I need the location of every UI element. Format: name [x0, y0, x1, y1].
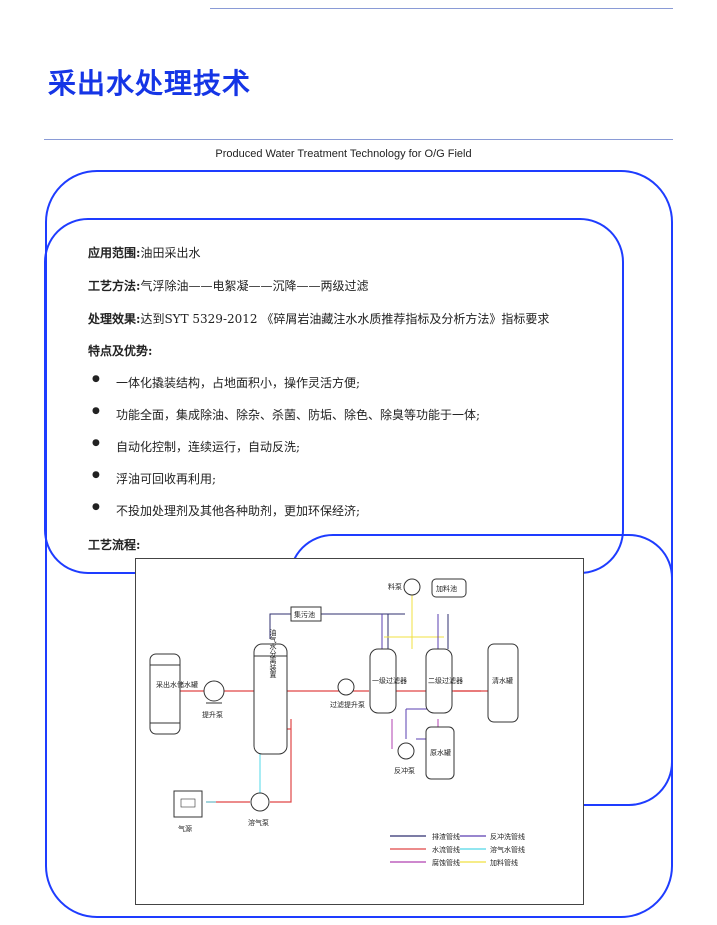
feature-text: 不投加处理剂及其他各种助剂，更加环保经济;	[116, 504, 361, 518]
legend-label: 排渣管线	[432, 832, 460, 841]
process-flow-diagram: 采出水储水罐 提升泵 油气水分离装置 气源 溶气泵 集污池 过滤提升泵 一级过滤…	[135, 558, 584, 905]
flow-heading: 工艺流程:	[88, 536, 140, 553]
bullet-icon: ●	[92, 438, 100, 448]
features-label: 特点及优势:	[88, 344, 153, 358]
legend-label: 加料管线	[490, 858, 518, 867]
features-heading: 特点及优势:	[88, 342, 152, 359]
feature-text: 功能全面，集成除油、除杂、杀菌、防垢、除色、除臭等功能于一体;	[116, 408, 481, 422]
raw-tank-label: 采出水储水罐	[156, 680, 198, 689]
clear-tank-label: 清水罐	[492, 676, 513, 685]
page-subtitle: Produced Water Treatment Technology for …	[215, 148, 472, 160]
gas-source-label: 气源	[178, 824, 192, 833]
dosing-tank-label: 加料池	[436, 584, 457, 593]
bullet-icon: ●	[92, 374, 100, 384]
feature-text: 浮油可回收再利用;	[116, 472, 217, 486]
bullet-icon: ●	[92, 470, 100, 480]
dosing-pump-label: 料泵	[388, 582, 402, 591]
raw-tank-shape	[149, 653, 181, 735]
page-title: 采出水处理技术	[48, 67, 252, 100]
legend-label: 反冲洗管线	[490, 832, 525, 841]
legend-label: 溶气水管线	[490, 845, 525, 854]
filter1-label: 一级过滤器	[372, 676, 407, 685]
method-value: 气浮除油——电絮凝——沉降——两级过滤	[140, 279, 369, 293]
raw-water-tank-label: 原水罐	[430, 748, 451, 757]
scope-value: 油田采出水	[140, 246, 201, 260]
lift-pump-label: 提升泵	[202, 710, 223, 719]
legend-label: 腐蚀管线	[432, 858, 460, 867]
filter2-label: 二级过滤器	[428, 676, 463, 685]
title-rule	[44, 139, 673, 140]
sludge-pool-label: 集污池	[294, 610, 315, 619]
backwash-pump-label: 反冲泵	[394, 766, 415, 775]
filter-pump-label: 过滤提升泵	[330, 700, 365, 709]
method-label: 工艺方法:	[88, 279, 141, 293]
top-rule	[210, 8, 673, 9]
diagram-legend: 排渣管线 水流管线 腐蚀管线 反冲洗管线 溶气水管线 加料管线	[390, 832, 525, 867]
bullet-icon: ●	[92, 406, 100, 416]
separator-label: 油气水分离装置	[269, 628, 277, 678]
inner-frame	[44, 218, 624, 574]
effect-label: 处理效果:	[88, 312, 141, 326]
scope-line: 应用范围:油田采出水	[88, 244, 200, 261]
legend-label: 水流管线	[432, 845, 460, 854]
feature-text: 一体化撬装结构，占地面积小，操作灵活方便;	[116, 376, 361, 390]
bullet-icon: ●	[92, 502, 100, 512]
process-flow-svg: 采出水储水罐 提升泵 油气水分离装置 气源 溶气泵 集污池 过滤提升泵 一级过滤…	[149, 578, 525, 867]
method-line: 工艺方法:气浮除油——电絮凝——沉降——两级过滤	[88, 277, 368, 294]
flow-label: 工艺流程:	[88, 538, 141, 552]
dissolved-pump-label: 溶气泵	[248, 818, 269, 827]
effect-line: 处理效果:达到SYT 5329-2012 《碎屑岩油藏注水水质推荐指标及分析方法…	[88, 310, 549, 327]
effect-value: 达到SYT 5329-2012 《碎屑岩油藏注水水质推荐指标及分析方法》指标要求	[140, 312, 550, 326]
separator-shape	[253, 643, 288, 755]
scope-label: 应用范围:	[88, 246, 141, 260]
feature-text: 自动化控制，连续运行，自动反洗;	[116, 440, 301, 454]
